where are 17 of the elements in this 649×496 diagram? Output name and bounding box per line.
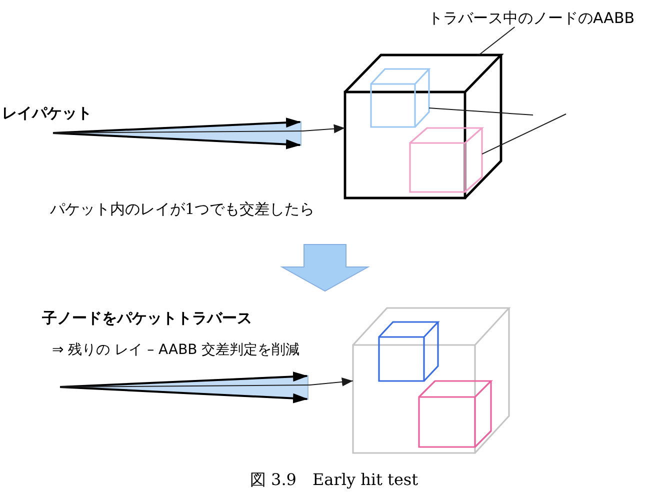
arrow: [309, 377, 354, 386]
outer-cube: [352, 307, 510, 454]
inner-cube: [378, 321, 439, 382]
outer-cube: [344, 54, 502, 199]
callout-label: トラバース中のノードのAABB: [428, 9, 635, 27]
note-text: ⇒ 残りの レイ – AABB 交差判定を削減: [52, 342, 300, 359]
step-heading: 子ノードをパケットトラバース: [42, 309, 252, 327]
inner-cube: [370, 68, 430, 128]
leader-line: [478, 26, 516, 56]
arrow: [302, 124, 346, 134]
cone-label: レイパケット: [2, 104, 92, 122]
leader-line: [482, 114, 566, 155]
leader-line: [428, 108, 534, 116]
figure-caption: 図 3.9 Early hit test: [250, 470, 418, 490]
condition-text: パケット内のレイが1つでも交差したら: [50, 200, 315, 218]
inner-cube: [409, 127, 483, 193]
inner-cube: [418, 380, 492, 448]
